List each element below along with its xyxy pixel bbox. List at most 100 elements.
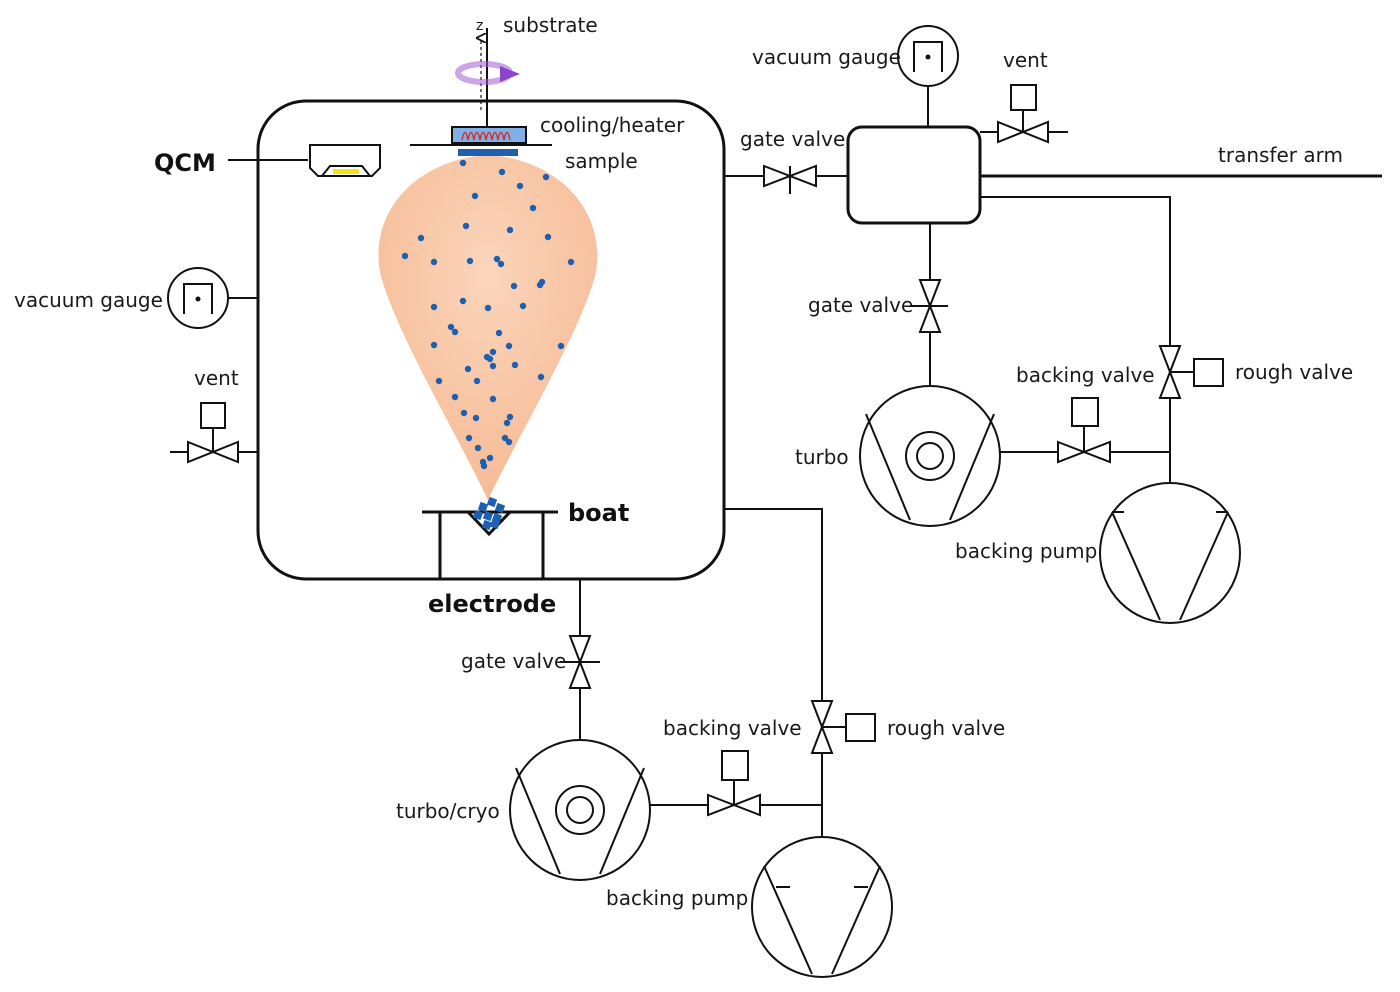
particle (474, 444, 482, 452)
particle (486, 454, 494, 462)
particle (471, 192, 479, 200)
particle (493, 255, 501, 263)
particle (505, 438, 513, 446)
backing-pump-bottom-label: backing pump (606, 886, 748, 910)
particle (537, 373, 545, 381)
gate-valve-top-label: gate valve (740, 127, 845, 151)
backing-valve-right-icon (1000, 397, 1170, 464)
particle (417, 234, 425, 242)
particle (479, 458, 487, 466)
particle (451, 328, 459, 336)
gate-valve-right-label: gate valve (808, 293, 913, 317)
source-material (472, 496, 506, 531)
particle (510, 282, 518, 290)
particle (430, 258, 438, 266)
boat-electrode (422, 510, 558, 579)
source-cube (481, 519, 493, 531)
turbo-cryo-pump-icon (509, 739, 651, 881)
backing-pump-bottom-icon (751, 836, 893, 978)
particle (462, 222, 470, 230)
source-cube (482, 510, 494, 522)
transfer-arm-label: transfer arm (1218, 143, 1343, 167)
particle (567, 258, 575, 266)
qcm-label: QCM (154, 149, 216, 177)
turbo-cryo-label: turbo/cryo (396, 799, 500, 823)
main-chamber (256, 99, 726, 581)
particle (464, 365, 472, 373)
gate-valve-top-icon (724, 164, 848, 194)
particle (511, 361, 519, 369)
source-cube (486, 496, 498, 508)
vent-left-valve-icon (170, 402, 258, 464)
vacuum-gauge-left-icon (167, 267, 258, 329)
backing-pump-right-icon (1099, 482, 1241, 624)
particle (497, 260, 505, 268)
particle (506, 226, 514, 234)
particle (489, 395, 497, 403)
vent-left-label: vent (194, 366, 239, 390)
gate-valve-right-icon (910, 223, 948, 386)
particle (519, 302, 527, 310)
vacuum-gauge-top-icon (897, 25, 959, 127)
particle (465, 434, 473, 442)
particle (489, 348, 497, 356)
particle (472, 414, 480, 422)
particle (529, 204, 537, 212)
gate-valve-bottom-icon (560, 579, 600, 740)
substrate-label: substrate (503, 13, 598, 37)
turbo-label: turbo (795, 445, 849, 469)
evaporation-plume (378, 155, 598, 500)
electrode-label: electrode (428, 590, 556, 618)
particle (435, 377, 443, 385)
rough-valve-right-label: rough valve (1235, 360, 1353, 384)
particle (460, 409, 468, 417)
particle (430, 303, 438, 311)
rough-valve-bottom-icon (724, 508, 876, 838)
boat-label: boat (568, 499, 629, 527)
particle (542, 173, 550, 181)
particle (498, 168, 506, 176)
z-axis-label: z (476, 18, 483, 34)
gate-valve-bottom-label: gate valve (461, 649, 566, 673)
source-cube (477, 501, 489, 513)
particle (486, 355, 494, 363)
particle (459, 159, 467, 167)
particle (459, 297, 467, 305)
particle (501, 434, 509, 442)
source-cube (472, 509, 484, 521)
turbo-pump-icon (859, 385, 1001, 527)
source-cube (489, 518, 501, 530)
particle (489, 362, 497, 370)
vent-top-label: vent (1003, 48, 1048, 72)
vacuum-gauge-left-label: vacuum gauge (14, 288, 163, 312)
cooling-heater (410, 126, 552, 146)
rough-valve-right-icon (980, 196, 1224, 484)
particle (447, 323, 455, 331)
rotation-arrow-icon (455, 61, 520, 85)
load-lock-chamber (846, 125, 982, 225)
source-cube (494, 502, 506, 514)
particle (473, 377, 481, 385)
particle (401, 252, 409, 260)
particle (451, 393, 459, 401)
particle (505, 342, 513, 350)
backing-valve-bottom-icon (650, 750, 822, 817)
particle (536, 281, 544, 289)
vacuum-gauge-top-label: vacuum gauge (752, 45, 901, 69)
particle (484, 304, 492, 312)
backing-valve-right-label: backing valve (1016, 363, 1155, 387)
sample-plate (458, 149, 518, 156)
evaporated-particles (401, 159, 575, 470)
particle (557, 342, 565, 350)
backing-valve-bottom-label: backing valve (663, 716, 802, 740)
particle (516, 182, 524, 190)
particle (430, 341, 438, 349)
particle (506, 413, 514, 421)
sample-label: sample (565, 149, 638, 173)
qcm-sensor (228, 144, 381, 177)
particle (495, 329, 503, 337)
backing-pump-right-label: backing pump (955, 539, 1097, 563)
vent-top-valve-icon (980, 84, 1068, 144)
particle (503, 419, 511, 427)
